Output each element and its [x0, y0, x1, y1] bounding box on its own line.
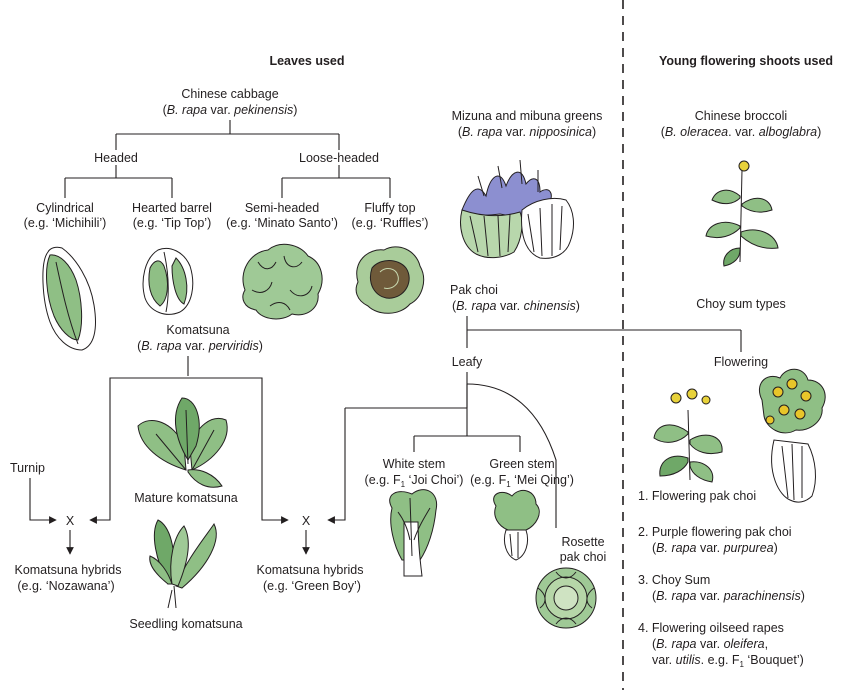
header-flowering-shoots-used: Young flowering shoots used — [659, 54, 833, 68]
chinese-broccoli-illustration — [706, 161, 778, 266]
cross-symbol-right: X — [302, 514, 311, 528]
choy-sum-types-label: Choy sum types — [696, 297, 786, 311]
komatsuna-hybrids-right-example: (e.g. ‘Green Boy’) — [263, 579, 361, 593]
headed-label: Headed — [94, 151, 138, 165]
list-item-4: 4. Flowering oilseed rapes — [638, 621, 784, 635]
chinese-cabbage-latin: (B. rapa var. pekinensis) — [163, 103, 298, 117]
komatsuna-hybrids-left-example: (e.g. ‘Nozawana’) — [17, 579, 114, 593]
komatsuna-hybrids-left-label: Komatsuna hybrids — [14, 563, 121, 577]
komatsuna-label: Komatsuna — [166, 323, 229, 337]
flowering-pak-choi-illustration — [654, 389, 722, 482]
rosette-label-line2: pak choi — [560, 550, 607, 564]
hearted-barrel-illustration — [143, 248, 193, 314]
choy-sum-bunch-illustration — [759, 369, 825, 502]
komatsuna-latin: (B. rapa var. perviridis) — [137, 339, 263, 353]
white-stem-example: (e.g. F1 ‘Joi Choi’) — [365, 473, 464, 489]
pak-choi-latin: (B. rapa var. chinensis) — [452, 299, 580, 313]
seedling-komatsuna-illustration — [150, 520, 217, 608]
chinese-broccoli-label: Chinese broccoli — [695, 109, 787, 123]
white-stem-pak-choi-illustration — [390, 490, 437, 576]
seedling-komatsuna-label: Seedling komatsuna — [129, 617, 242, 631]
komatsuna-hybrids-right-label: Komatsuna hybrids — [256, 563, 363, 577]
green-stem-pak-choi-illustration — [494, 490, 540, 560]
list-item-3-latin: (B. rapa var. parachinensis) — [652, 589, 805, 603]
mizuna-latin: (B. rapa var. nipposinica) — [458, 125, 596, 139]
cylindrical-label: Cylindrical — [36, 201, 94, 215]
cross-symbol-left: X — [66, 514, 75, 528]
mizuna-label: Mizuna and mibuna greens — [452, 109, 603, 123]
cylindrical-example: (e.g. ‘Michihili’) — [24, 216, 107, 230]
flowering-label: Flowering — [714, 355, 768, 369]
pak-choi-label: Pak choi — [450, 283, 498, 297]
leafy-label: Leafy — [452, 355, 483, 369]
fluffy-top-label: Fluffy top — [364, 201, 415, 215]
mature-komatsuna-label: Mature komatsuna — [134, 491, 238, 505]
green-stem-label: Green stem — [489, 457, 554, 471]
fluffy-top-illustration — [356, 247, 424, 313]
turnip-label: Turnip — [10, 461, 45, 475]
cylindrical-cabbage-illustration — [43, 247, 96, 350]
chinese-cabbage-label: Chinese cabbage — [181, 87, 278, 101]
header-leaves-used: Leaves used — [269, 54, 344, 68]
semi-headed-example: (e.g. ‘Minato Santo’) — [226, 216, 338, 230]
green-stem-example: (e.g. F1 ‘Mei Qing’) — [470, 473, 574, 489]
fluffy-top-example: (e.g. ‘Ruffles’) — [352, 216, 429, 230]
list-item-2-latin: (B. rapa var. purpurea) — [652, 541, 778, 555]
hearted-barrel-label: Hearted barrel — [132, 201, 212, 215]
list-item-4-latin-line3: var. utilis. e.g. F1 ‘Bouquet’) — [652, 653, 804, 669]
list-item-1: 1. Flowering pak choi — [638, 489, 756, 503]
loose-headed-label: Loose-headed — [299, 151, 379, 165]
semi-headed-label: Semi-headed — [245, 201, 319, 215]
semi-headed-illustration — [243, 244, 322, 319]
list-item-4-latin: (B. rapa var. oleifera, — [652, 637, 768, 651]
chinese-broccoli-latin: (B. oleracea. var. alboglabra) — [661, 125, 822, 139]
white-stem-label: White stem — [383, 457, 446, 471]
rosette-label: Rosette — [561, 535, 604, 549]
list-item-2: 2. Purple flowering pak choi — [638, 525, 792, 539]
mature-komatsuna-illustration — [138, 398, 227, 487]
rosette-pak-choi-illustration — [536, 568, 596, 628]
list-item-3: 3. Choy Sum — [638, 573, 710, 587]
mizuna-illustration — [461, 160, 574, 258]
hearted-barrel-example: (e.g. ‘Tip Top’) — [133, 216, 212, 230]
pak-choi-tree-lines — [467, 316, 741, 352]
